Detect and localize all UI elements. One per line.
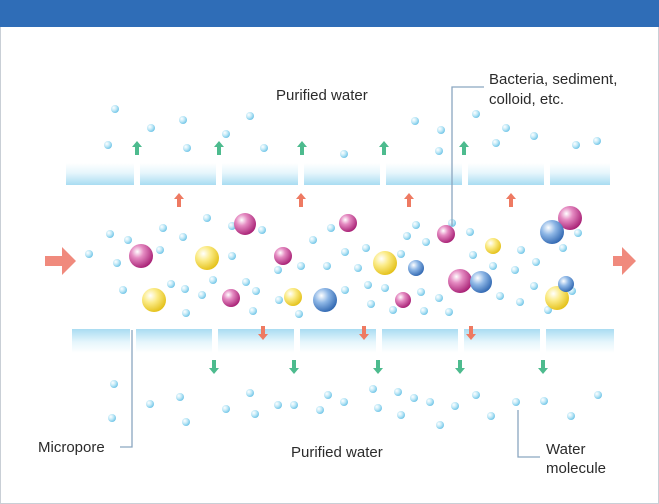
leader-lines [120,86,540,458]
purified-water-bottom-label: Purified water [291,444,383,461]
arrow-up-icon [132,141,469,155]
bacteria-label-line2: colloid, etc. [489,91,565,108]
micropore-label: Micropore [38,439,105,456]
purified-water-top-label: Purified water [276,87,368,104]
header-bar [0,0,659,27]
contaminants-yellow [142,238,569,312]
top-membrane [66,163,610,185]
arrow-down-icon [209,360,548,374]
contaminants-blue [313,220,574,312]
water-molecule-label-line1: Water [546,441,586,458]
arrow-up-icon [174,193,516,207]
filtration-diagram [45,86,636,458]
bottom-membrane [72,329,614,353]
arrow-right-icon [45,247,76,275]
water-molecules [85,105,602,429]
contaminants-pink [129,206,582,308]
arrow-right-icon [613,247,636,275]
water-molecule-label-line2: molecule [546,460,607,477]
bacteria-label-line1: Bacteria, sediment, [489,71,618,88]
